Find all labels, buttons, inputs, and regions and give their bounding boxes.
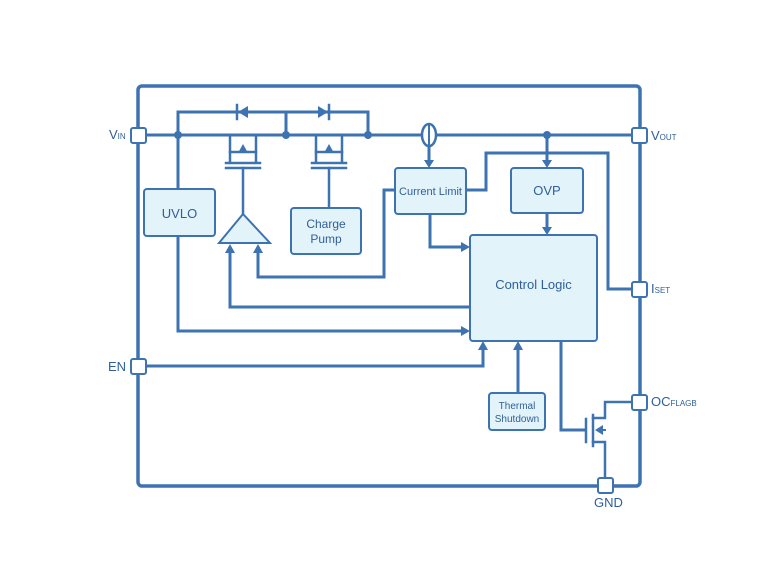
- vout-label: VOUT: [651, 128, 677, 143]
- pin-iset: [631, 281, 648, 298]
- uvlo-label: UVLO: [162, 206, 197, 221]
- amplifier-triangle: [216, 212, 273, 244]
- uvlo-block: [143, 188, 216, 237]
- pin-vout: [631, 127, 648, 144]
- iset-label: ISET: [651, 281, 670, 296]
- open-drain-mosfet: [584, 400, 634, 480]
- charge-pump-label-1: Charge: [306, 217, 346, 231]
- current-limit-label: Current Limit: [399, 186, 462, 198]
- ocflag-label: OCFLAGB: [651, 394, 697, 409]
- control-logic-label: Control Logic: [495, 277, 572, 292]
- pin-gnd: [597, 477, 614, 494]
- current-limit-block: [394, 167, 467, 215]
- current-sense-icon: [420, 122, 438, 148]
- mosfet-left: [224, 133, 262, 216]
- control-logic-block: [469, 234, 598, 342]
- ovp-block: [510, 167, 584, 214]
- thermal-shutdown-label-2: Shutdown: [495, 414, 539, 425]
- ovp-label: OVP: [533, 183, 560, 198]
- thermal-shutdown-label-1: Thermal: [499, 401, 536, 412]
- en-label: EN: [108, 359, 126, 374]
- mosfet-right: [310, 133, 348, 210]
- power-rail: [144, 110, 634, 137]
- diode-left: [235, 103, 248, 121]
- pin-ocflag: [631, 394, 648, 411]
- diode-right: [318, 103, 331, 121]
- thermal-shutdown-block: [488, 392, 546, 431]
- pin-en: [130, 358, 147, 375]
- charge-pump-block: [290, 207, 362, 255]
- gnd-label: GND: [594, 495, 623, 510]
- pin-vin: [130, 127, 147, 144]
- charge-pump-label-2: Pump: [310, 232, 342, 246]
- vin-label: VIN: [109, 127, 126, 142]
